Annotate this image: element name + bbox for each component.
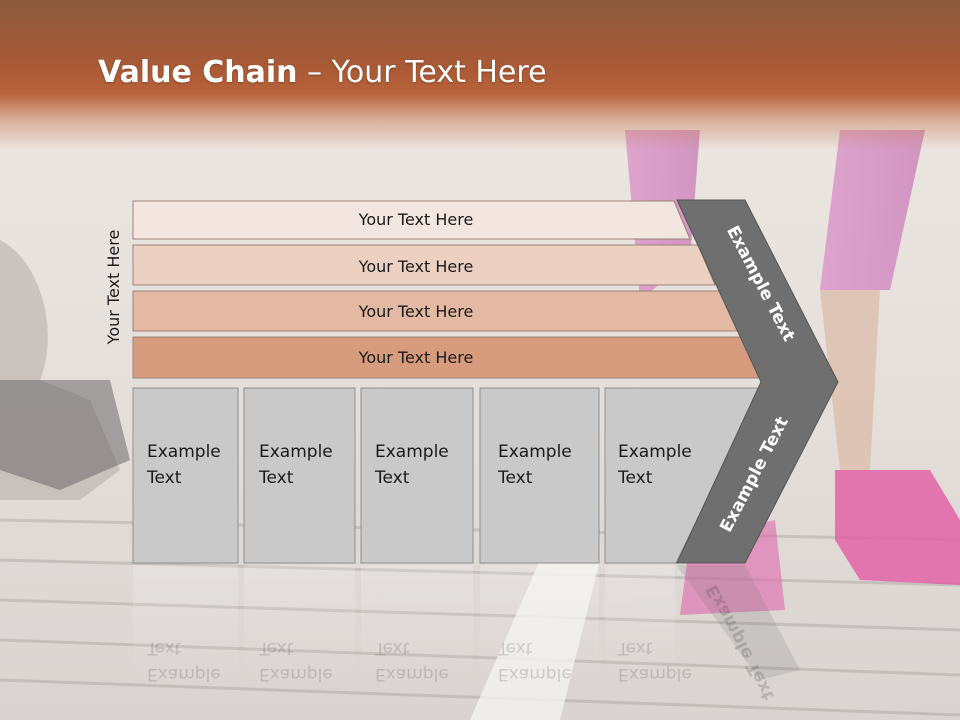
column-reflection-5 xyxy=(605,565,675,685)
column-1-reflection-line1: Example xyxy=(147,664,221,684)
column-box-5 xyxy=(604,387,762,564)
column-4-line1: Example xyxy=(498,442,572,462)
column-1-reflection-label: Example Text xyxy=(147,635,237,687)
column-reflection-4 xyxy=(480,565,599,685)
bar-2 xyxy=(132,244,716,286)
column-2-reflection-line1: Example xyxy=(259,664,333,684)
column-3-reflection-line1: Example xyxy=(375,664,449,684)
column-5-reflection-line2: Text xyxy=(618,638,653,658)
column-1-reflection-line2: Text xyxy=(147,638,182,658)
title-bar xyxy=(0,0,960,150)
slide-title: Value Chain – Your Text Here xyxy=(98,55,547,90)
column-5-line1: Example xyxy=(618,442,692,462)
column-4-reflection-label: Example Text xyxy=(498,635,588,687)
slide-title-bold: Value Chain xyxy=(98,55,298,90)
column-box-1 xyxy=(132,387,239,564)
column-1-line2: Text xyxy=(147,468,182,488)
slide-title-rest: – Your Text Here xyxy=(297,55,547,90)
column-box-3 xyxy=(360,387,474,564)
bar-4-label: Your Text Here xyxy=(358,348,474,367)
column-3-reflection-label: Example Text xyxy=(375,635,465,687)
column-4-reflection-line2: Text xyxy=(498,638,533,658)
column-2-reflection-label: Example Text xyxy=(259,635,349,687)
bar-3-label: Your Text Here xyxy=(358,302,474,321)
column-5-line2: Text xyxy=(618,468,653,488)
column-1-line1: Example xyxy=(147,442,221,462)
column-3-line2: Text xyxy=(375,468,410,488)
column-5-reflection-line1: Example xyxy=(618,664,692,684)
column-2-reflection-line2: Text xyxy=(259,638,294,658)
column-reflection-3 xyxy=(361,565,473,685)
column-4-line2: Text xyxy=(498,468,533,488)
bar-1 xyxy=(132,200,691,240)
chevron-arrow xyxy=(676,199,839,564)
bar-1-label: Your Text Here xyxy=(358,210,474,229)
column-3-reflection-line2: Text xyxy=(375,638,410,658)
chevron-reflection xyxy=(677,565,800,680)
column-3-line1: Example xyxy=(375,442,449,462)
column-box-4 xyxy=(479,387,600,564)
column-5-reflection-label: Example Text xyxy=(618,635,708,687)
column-2-line1: Example xyxy=(259,442,333,462)
column-reflection-1 xyxy=(133,565,238,685)
column-reflection-2 xyxy=(244,565,355,685)
column-2-line2: Text xyxy=(259,468,294,488)
column-box-2 xyxy=(243,387,356,564)
column-4-reflection-line1: Example xyxy=(498,664,572,684)
bar-2-label: Your Text Here xyxy=(358,257,474,276)
